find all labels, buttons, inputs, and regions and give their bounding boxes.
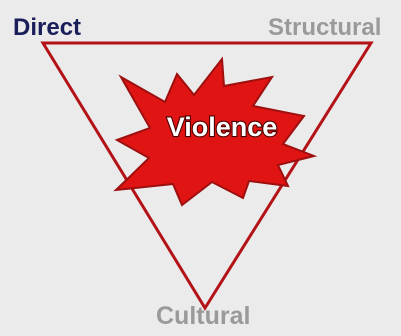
cultural-label: Cultural [156, 302, 251, 330]
violence-burst-icon [113, 56, 318, 207]
center-label: Violence [167, 112, 278, 142]
triangle-outline [40, 41, 374, 311]
direct-label: Direct [13, 14, 82, 41]
structural-label: Structural [268, 14, 382, 41]
